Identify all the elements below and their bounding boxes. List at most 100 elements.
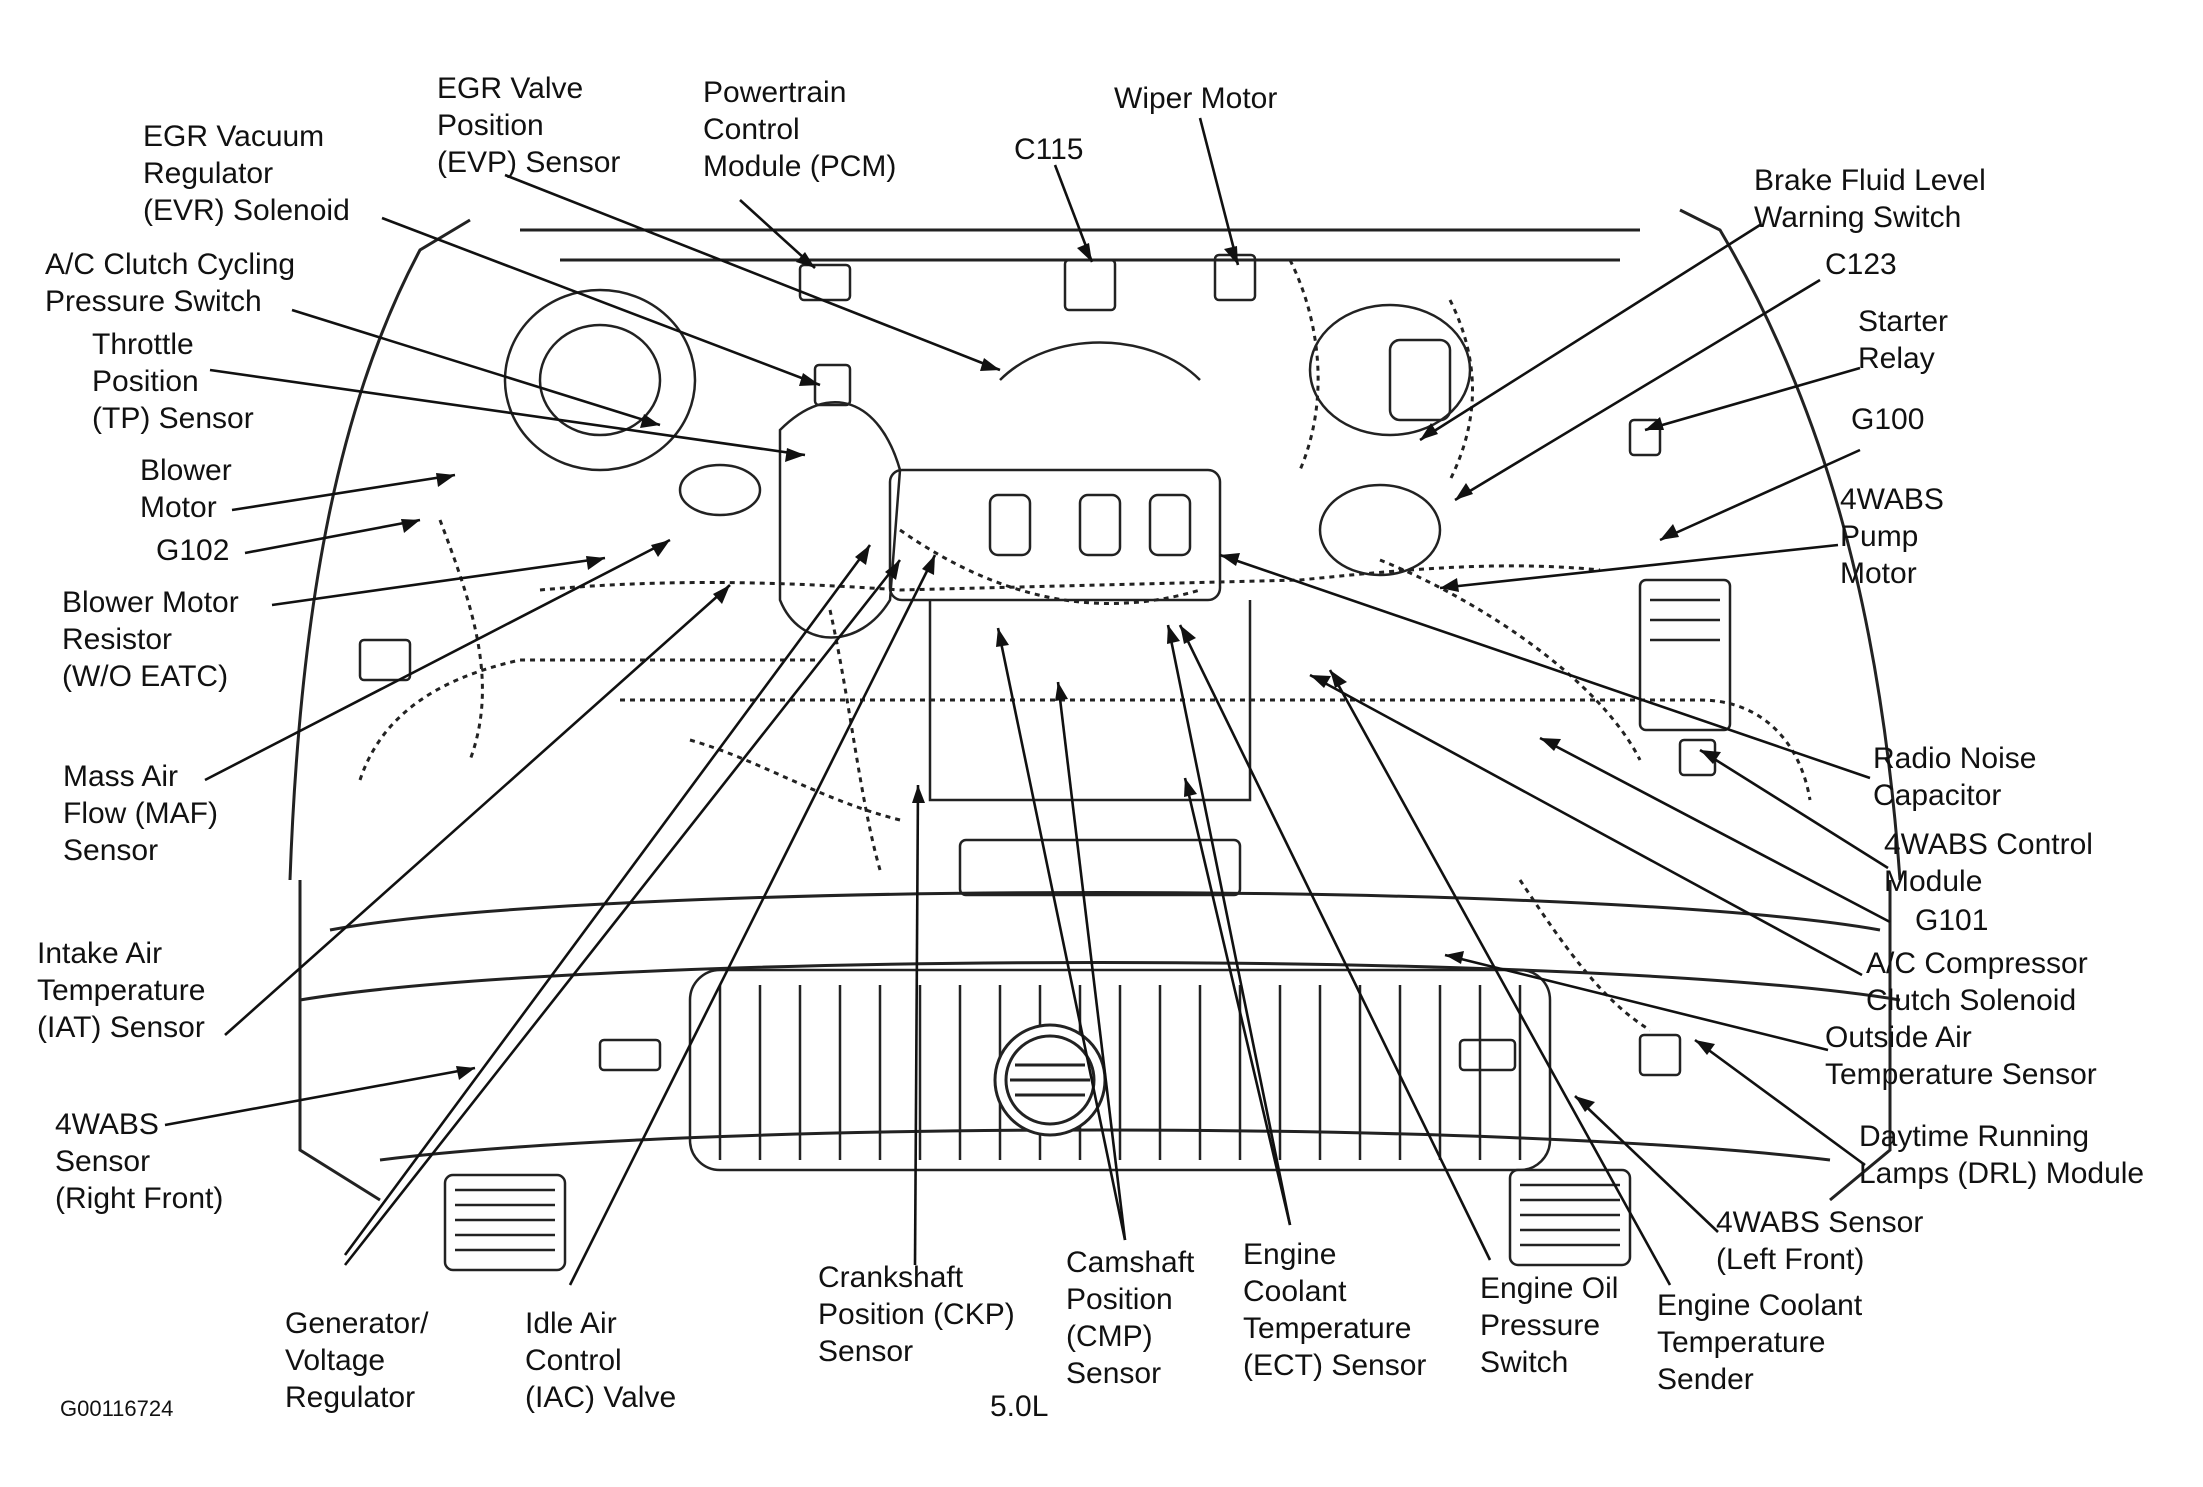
figure-id: G00116724 xyxy=(60,1396,174,1421)
label-line: Regulator xyxy=(285,1381,416,1414)
leader-g100 xyxy=(1659,448,1861,542)
grille-emblem xyxy=(993,1023,1107,1137)
label-egr-valve-position: EGR Valve Position (EVP) Sensor xyxy=(437,70,620,181)
label-line: Brake Fluid Level xyxy=(1754,164,1986,197)
label-wiper-motor: Wiper Motor xyxy=(1114,80,1277,117)
label-line: Temperature xyxy=(1657,1326,1826,1359)
leader-blower-motor-resistor xyxy=(271,556,606,607)
label-powertrain-control-module: Powertrain Control Module (PCM) xyxy=(703,74,896,185)
headlamp-left xyxy=(443,1173,567,1272)
leader-egr-vacuum-regulator xyxy=(381,216,821,387)
4wabs-module-box xyxy=(1638,578,1732,732)
label-line: G100 xyxy=(1851,403,1925,436)
label-outside-air-temperature-sensor: Outside Air Temperature Sensor xyxy=(1825,1019,2097,1093)
label-line: Starter xyxy=(1858,305,1949,338)
label-g100: G100 xyxy=(1851,401,1924,438)
leader-radio-noise-capacitor xyxy=(1219,553,1871,780)
leader-powertrain-control-module xyxy=(739,199,816,269)
label-line: Capacitor xyxy=(1873,779,2002,812)
label-line: Pressure xyxy=(1480,1309,1601,1342)
connectors xyxy=(358,253,1717,1077)
label-line: Blower Motor xyxy=(62,586,239,619)
label-4wabs-sensor-right-front: 4WABS Sensor (Right Front) xyxy=(55,1106,223,1217)
label-line: Module (PCM) xyxy=(703,150,897,183)
leader-wiper-motor xyxy=(1198,117,1240,266)
air-cleaner xyxy=(503,288,902,639)
label-intake-air-temperature-sensor: Intake Air Temperature (IAT) Sensor xyxy=(37,935,205,1046)
label-4wabs-control-module: 4WABS Control Module xyxy=(1884,826,2093,900)
label-line: Temperature Sensor xyxy=(1825,1058,2097,1091)
leader-engine-coolant-temperature-sender xyxy=(1328,669,1672,1286)
label-line: 4WABS xyxy=(1840,483,1944,516)
label-starter-relay: Starter Relay xyxy=(1858,303,1948,377)
label-line: Position xyxy=(1066,1283,1173,1316)
leader-4wabs-control-module xyxy=(1699,748,1889,870)
label-line: G102 xyxy=(156,534,230,567)
leader-egr-valve-position xyxy=(504,173,1001,372)
leader-brake-fluid-level-warning-switch xyxy=(1419,223,1761,442)
radiator-grille xyxy=(688,968,1552,1172)
label-line: A/C Clutch Cycling xyxy=(45,248,296,281)
label-line: Sensor xyxy=(55,1145,151,1178)
label-line: EGR Vacuum xyxy=(143,120,325,153)
label-line: Control xyxy=(525,1344,622,1377)
label-daytime-running-lamps-module: Daytime Running Lamps (DRL) Module xyxy=(1859,1118,2144,1192)
label-line: Regulator xyxy=(143,157,274,190)
label-line: (TP) Sensor xyxy=(92,402,254,435)
label-line: Pump xyxy=(1840,520,1919,553)
label-line: Throttle xyxy=(92,328,194,361)
label-line: G101 xyxy=(1915,904,1989,937)
label-line: Daytime Running xyxy=(1859,1120,2090,1153)
label-line: Switch xyxy=(1480,1346,1569,1379)
label-blower-motor-resistor: Blower Motor Resistor (W/O EATC) xyxy=(62,584,239,695)
leader-ac-clutch-cycling-pressure-switch xyxy=(291,308,661,428)
engine-label: 5.0L xyxy=(990,1390,1049,1423)
leader-lines xyxy=(164,117,1891,1286)
leader-camshaft-position-sensor-1 xyxy=(996,627,1127,1241)
leader-starter-relay xyxy=(1644,366,1861,432)
label-line: Engine Oil xyxy=(1480,1272,1619,1305)
leader-generator-voltage-regulator-1 xyxy=(343,544,872,1256)
label-camshaft-position-sensor: Camshaft Position (CMP) Sensor xyxy=(1066,1244,1194,1392)
label-egr-vacuum-regulator: EGR Vacuum Regulator (EVR) Solenoid xyxy=(143,118,350,229)
label-line: Temperature xyxy=(37,974,206,1007)
label-line: Control xyxy=(703,113,800,146)
leader-c115 xyxy=(1053,164,1094,263)
label-crankshaft-position-sensor: Crankshaft Position (CKP) Sensor xyxy=(818,1259,1015,1370)
label-line: Sensor xyxy=(1066,1357,1162,1390)
label-line: Generator/ xyxy=(285,1307,429,1340)
leader-outside-air-temperature-sensor xyxy=(1444,951,1829,1052)
label-line: (EVR) Solenoid xyxy=(143,194,350,227)
leader-4wabs-sensor-left-front xyxy=(1574,1095,1719,1233)
label-line: Crankshaft xyxy=(818,1261,964,1294)
label-line: Sender xyxy=(1657,1363,1754,1396)
wiring-harness xyxy=(358,259,1812,1032)
leader-engine-oil-pressure-switch xyxy=(1178,624,1492,1261)
headlamp-right xyxy=(1508,1168,1632,1267)
leader-c123 xyxy=(1454,278,1821,502)
label-line: (Left Front) xyxy=(1716,1243,1865,1276)
label-line: Position xyxy=(92,365,199,398)
label-line: (EVP) Sensor xyxy=(437,146,621,179)
label-line: (IAT) Sensor xyxy=(37,1011,205,1044)
label-4wabs-sensor-left-front: 4WABS Sensor (Left Front) xyxy=(1716,1204,1923,1278)
label-line: (CMP) xyxy=(1066,1320,1153,1353)
label-line: Mass Air xyxy=(63,760,179,793)
leader-intake-air-temperature-sensor xyxy=(224,584,731,1036)
label-line: Outside Air xyxy=(1825,1021,1972,1054)
leader-4wabs-pump-motor xyxy=(1439,543,1839,592)
label-line: 4WABS Sensor xyxy=(1716,1206,1924,1239)
label-mass-air-flow-sensor: Mass Air Flow (MAF) Sensor xyxy=(63,758,218,869)
label-engine-coolant-temperature-sensor: Engine Coolant Temperature (ECT) Sensor xyxy=(1243,1236,1426,1384)
leader-camshaft-position-sensor-2 xyxy=(1055,681,1127,1241)
label-line: Motor xyxy=(1840,557,1917,590)
label-line: Position (CKP) xyxy=(818,1298,1015,1331)
label-line: 4WABS Control xyxy=(1884,828,2093,861)
label-line: C115 xyxy=(1014,133,1084,166)
label-line: Module xyxy=(1884,865,1983,898)
leader-blower-motor xyxy=(231,473,456,512)
label-line: Relay xyxy=(1858,342,1935,375)
leader-idle-air-control-valve xyxy=(568,554,937,1286)
